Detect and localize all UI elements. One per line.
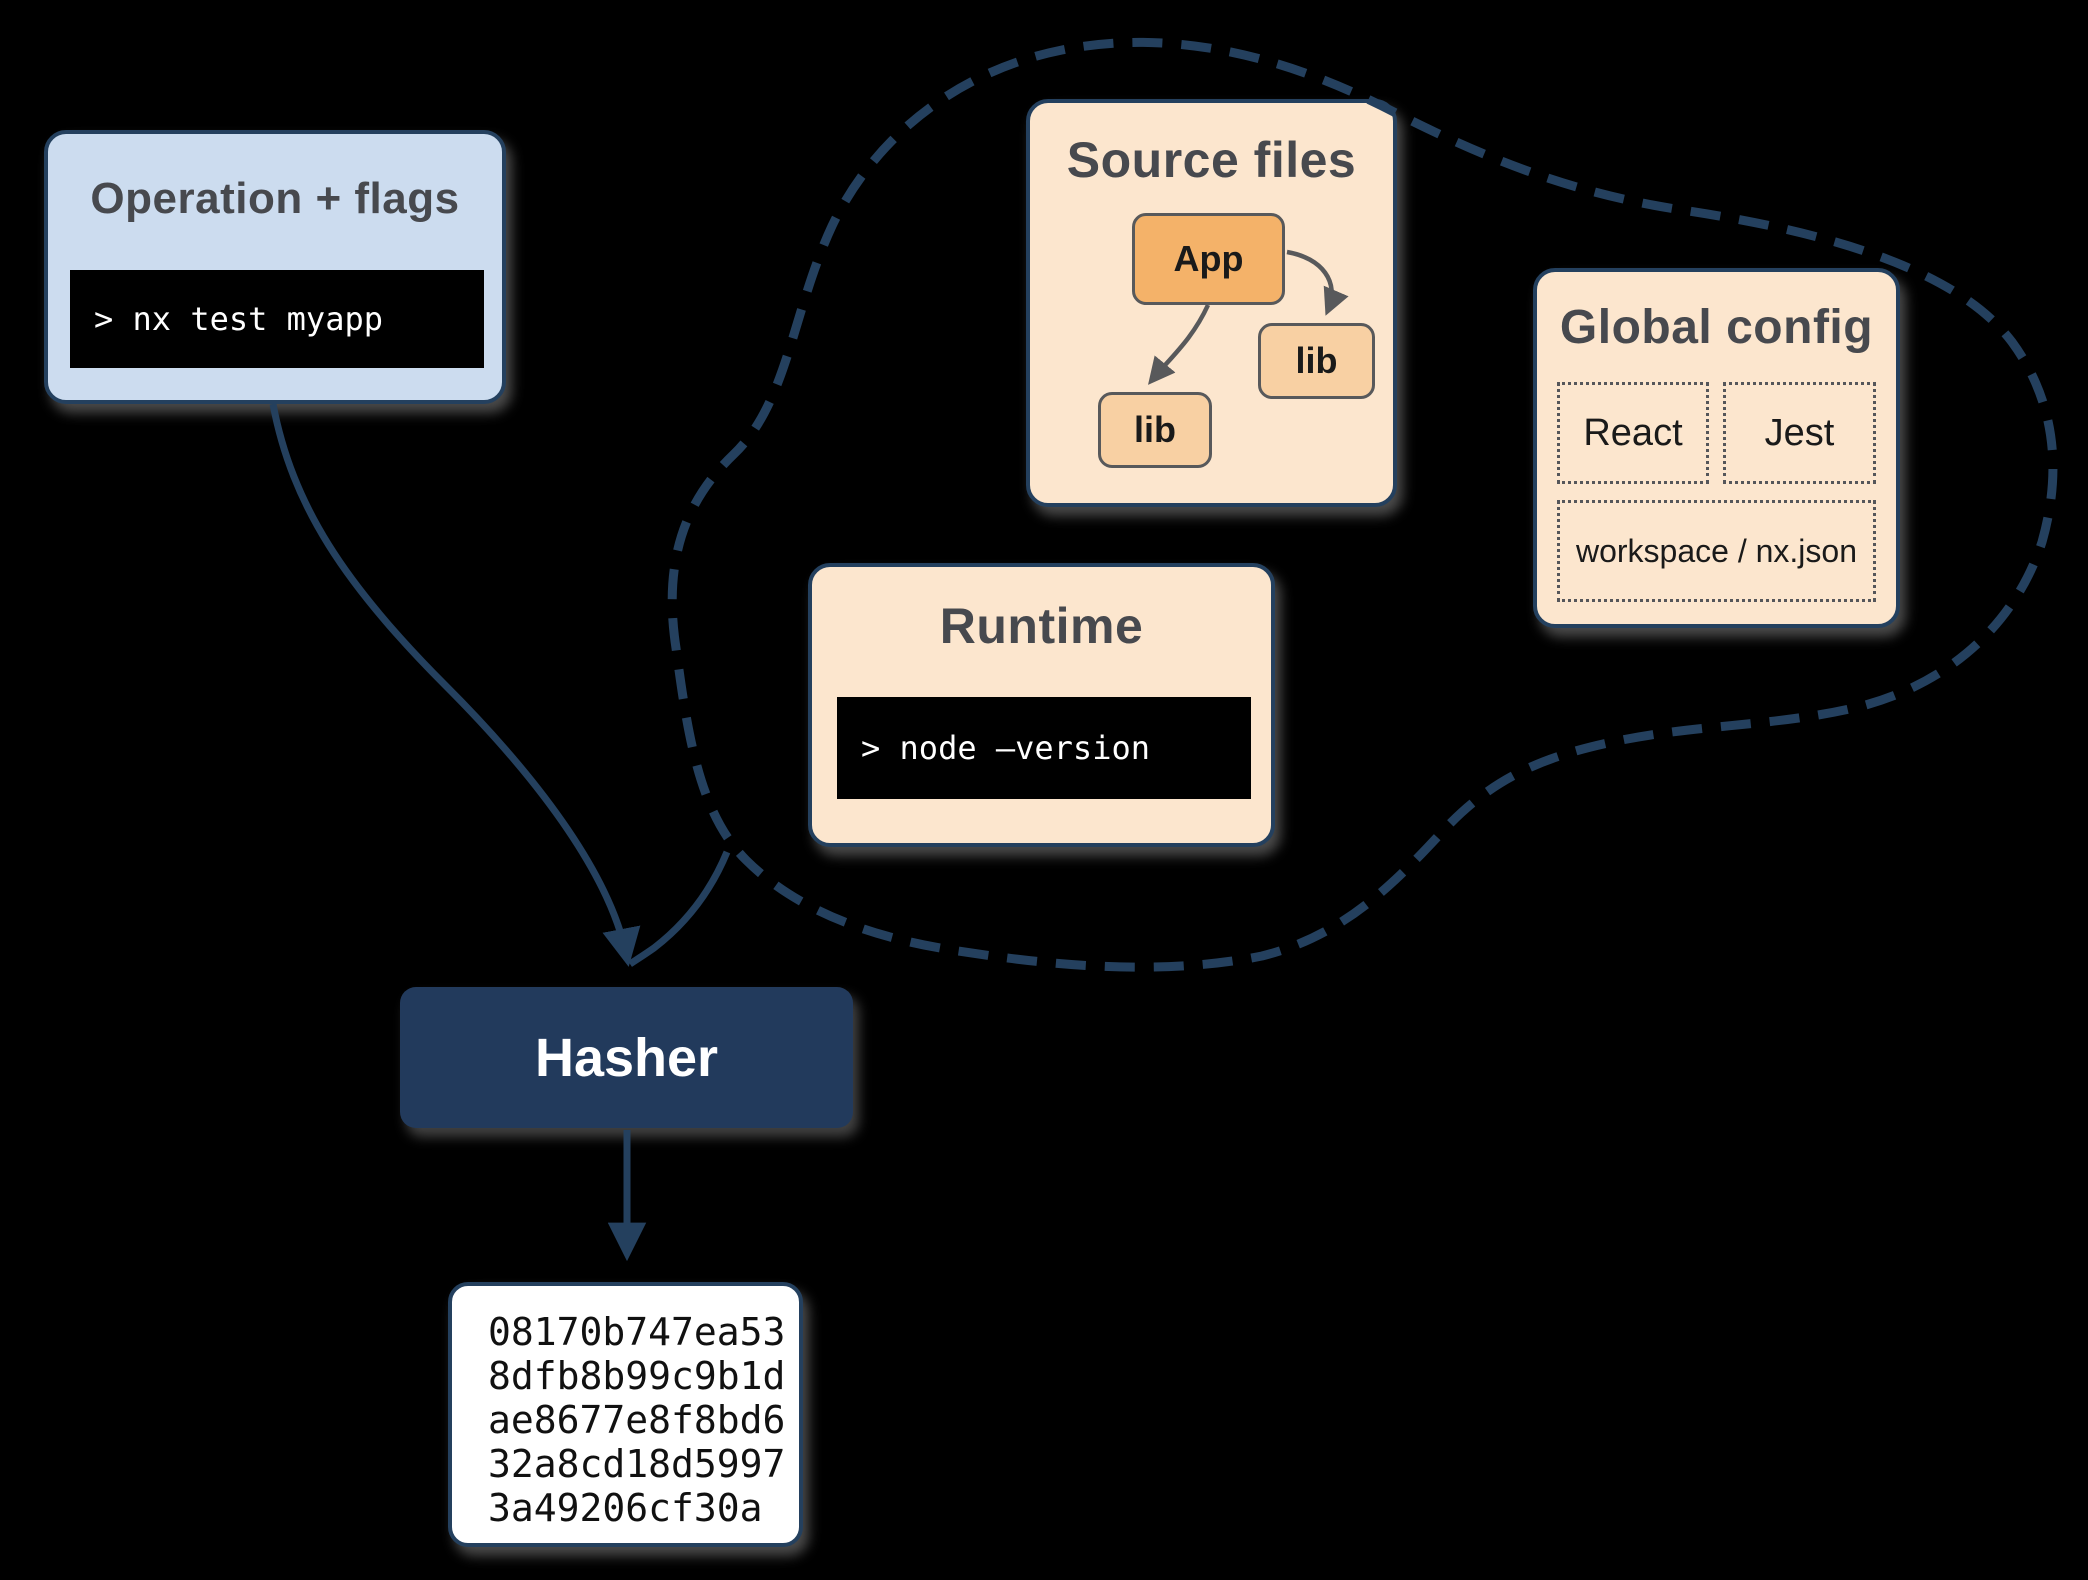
hash-line: 08170b747ea53	[488, 1310, 786, 1354]
lib-node-right: lib	[1258, 323, 1375, 399]
jest-config-item: Jest	[1723, 382, 1876, 484]
hash-line: 8dfb8b99c9b1d	[488, 1354, 786, 1398]
global-config-box: Global config React Jest workspace / nx.…	[1533, 268, 1900, 628]
operation-flags-box: Operation + flags > nx test myapp	[44, 130, 506, 404]
operation-flags-title: Operation + flags	[90, 174, 460, 223]
lib-node-left: lib	[1098, 392, 1212, 468]
runtime-terminal-command: > node –version	[861, 729, 1150, 767]
hash-line: ae8677e8f8bd6	[488, 1398, 786, 1442]
hasher-box: Hasher	[400, 987, 853, 1128]
operation-terminal-command: > nx test myapp	[94, 300, 383, 338]
hasher-label: Hasher	[534, 1027, 719, 1088]
hash-line: 32a8cd18d5997	[488, 1442, 786, 1486]
runtime-box: Runtime > node –version	[808, 563, 1275, 847]
hash-output-box: 08170b747ea53 8dfb8b99c9b1d ae8677e8f8bd…	[448, 1282, 803, 1547]
source-files-title: Source files	[1066, 132, 1357, 188]
operation-terminal: > nx test myapp	[70, 270, 484, 368]
runtime-terminal: > node –version	[837, 697, 1251, 799]
global-config-grid: React Jest workspace / nx.json	[1557, 382, 1876, 602]
react-config-item: React	[1557, 382, 1709, 484]
source-files-box: Source files App lib lib	[1026, 99, 1397, 507]
operation-to-hasher-arrow	[269, 403, 641, 967]
global-config-title: Global config	[1559, 301, 1874, 354]
cloud-to-hasher-arrow	[628, 850, 731, 967]
hash-line: 3a49206cf30a	[488, 1486, 763, 1530]
app-node: App	[1132, 213, 1285, 305]
workspace-config-item: workspace / nx.json	[1557, 500, 1876, 602]
runtime-title: Runtime	[939, 598, 1144, 654]
